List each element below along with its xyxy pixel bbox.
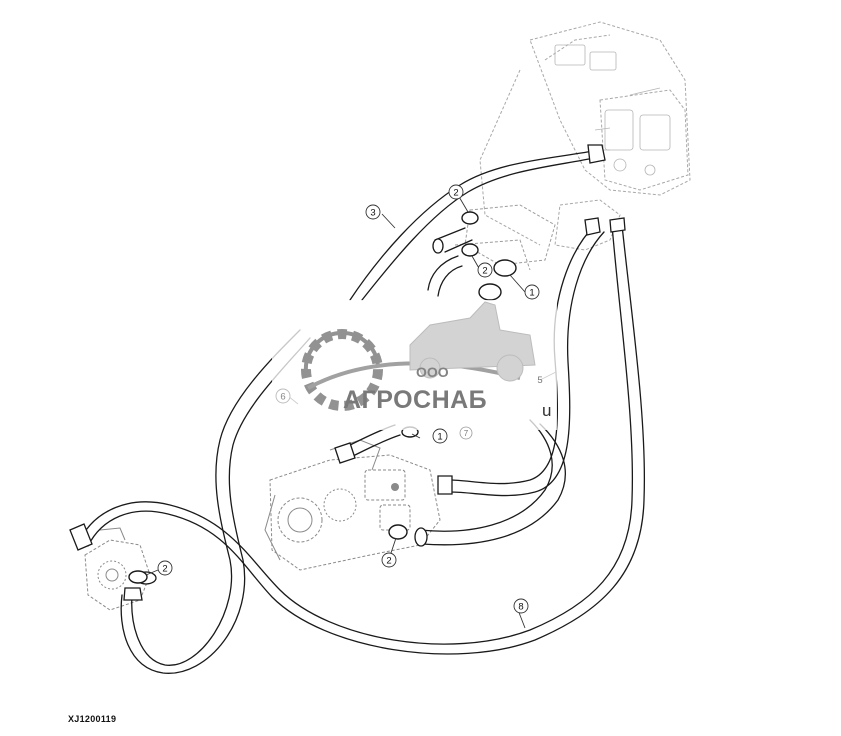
- clamp-left: [128, 570, 148, 584]
- callout-2b: 2: [477, 262, 493, 278]
- svg-text:7: 7: [464, 429, 469, 438]
- watermark-prefix: ООО: [416, 364, 449, 380]
- hose-8-inner: [87, 224, 645, 655]
- upper-valve-block-detail: [554, 44, 671, 176]
- small-pump-left: [84, 527, 151, 611]
- gear-icon: [301, 329, 383, 411]
- svg-text:8: 8: [518, 602, 523, 613]
- clamp-right-1: [493, 259, 517, 277]
- watermark-company: АГРОСНАБ: [343, 386, 487, 414]
- watermark-suffix: u: [542, 401, 551, 420]
- svg-text:6: 6: [280, 392, 285, 403]
- swoosh-icon: [307, 361, 521, 390]
- callout-5: 5: [537, 375, 542, 386]
- hose-6-outer: [131, 329, 301, 666]
- hose-set: [69, 144, 645, 674]
- hose-7-inner: [421, 423, 566, 546]
- clamp-lower: [388, 524, 408, 540]
- hose-5-inner: [449, 231, 605, 497]
- figure-id: XJ1200119: [68, 714, 117, 724]
- callouts: 1 1 2 2 2 2 3 5 6: [157, 184, 543, 614]
- callout-1a: 1: [524, 284, 540, 300]
- svg-text:3: 3: [370, 208, 375, 219]
- hose-3-inner: [361, 157, 595, 301]
- clamp-right-2: [478, 283, 502, 301]
- clamp-set: [128, 211, 517, 584]
- callout-2d: 2: [157, 560, 173, 576]
- hose-3-outer: [349, 149, 599, 301]
- hose-6-inner: [120, 337, 311, 674]
- svg-text:1: 1: [437, 432, 442, 443]
- callout-6: 6: [275, 388, 291, 404]
- clamp-upper-1: [461, 211, 479, 225]
- svg-text:2: 2: [386, 556, 391, 567]
- callout-8: 8: [513, 598, 529, 614]
- svg-text:2: 2: [162, 564, 167, 575]
- callout-2a: 2: [448, 184, 464, 200]
- clamp-upper-2: [461, 243, 479, 257]
- watermark-logo: ООО АГРОСНАБ u: [272, 300, 557, 430]
- svg-text:2: 2: [453, 188, 458, 199]
- svg-text:1: 1: [529, 288, 534, 299]
- hose-8-outer: [79, 224, 634, 645]
- callout-1b: 1: [432, 428, 448, 444]
- svg-text:5: 5: [537, 375, 542, 386]
- svg-text:2: 2: [482, 266, 487, 277]
- callout-3: 3: [365, 204, 381, 220]
- harvester-icon: [409, 301, 536, 382]
- hose-5-outer: [449, 224, 596, 485]
- callout-7: 7: [459, 426, 473, 440]
- callout-2c: 2: [381, 552, 397, 568]
- hose-7-outer: [419, 419, 553, 532]
